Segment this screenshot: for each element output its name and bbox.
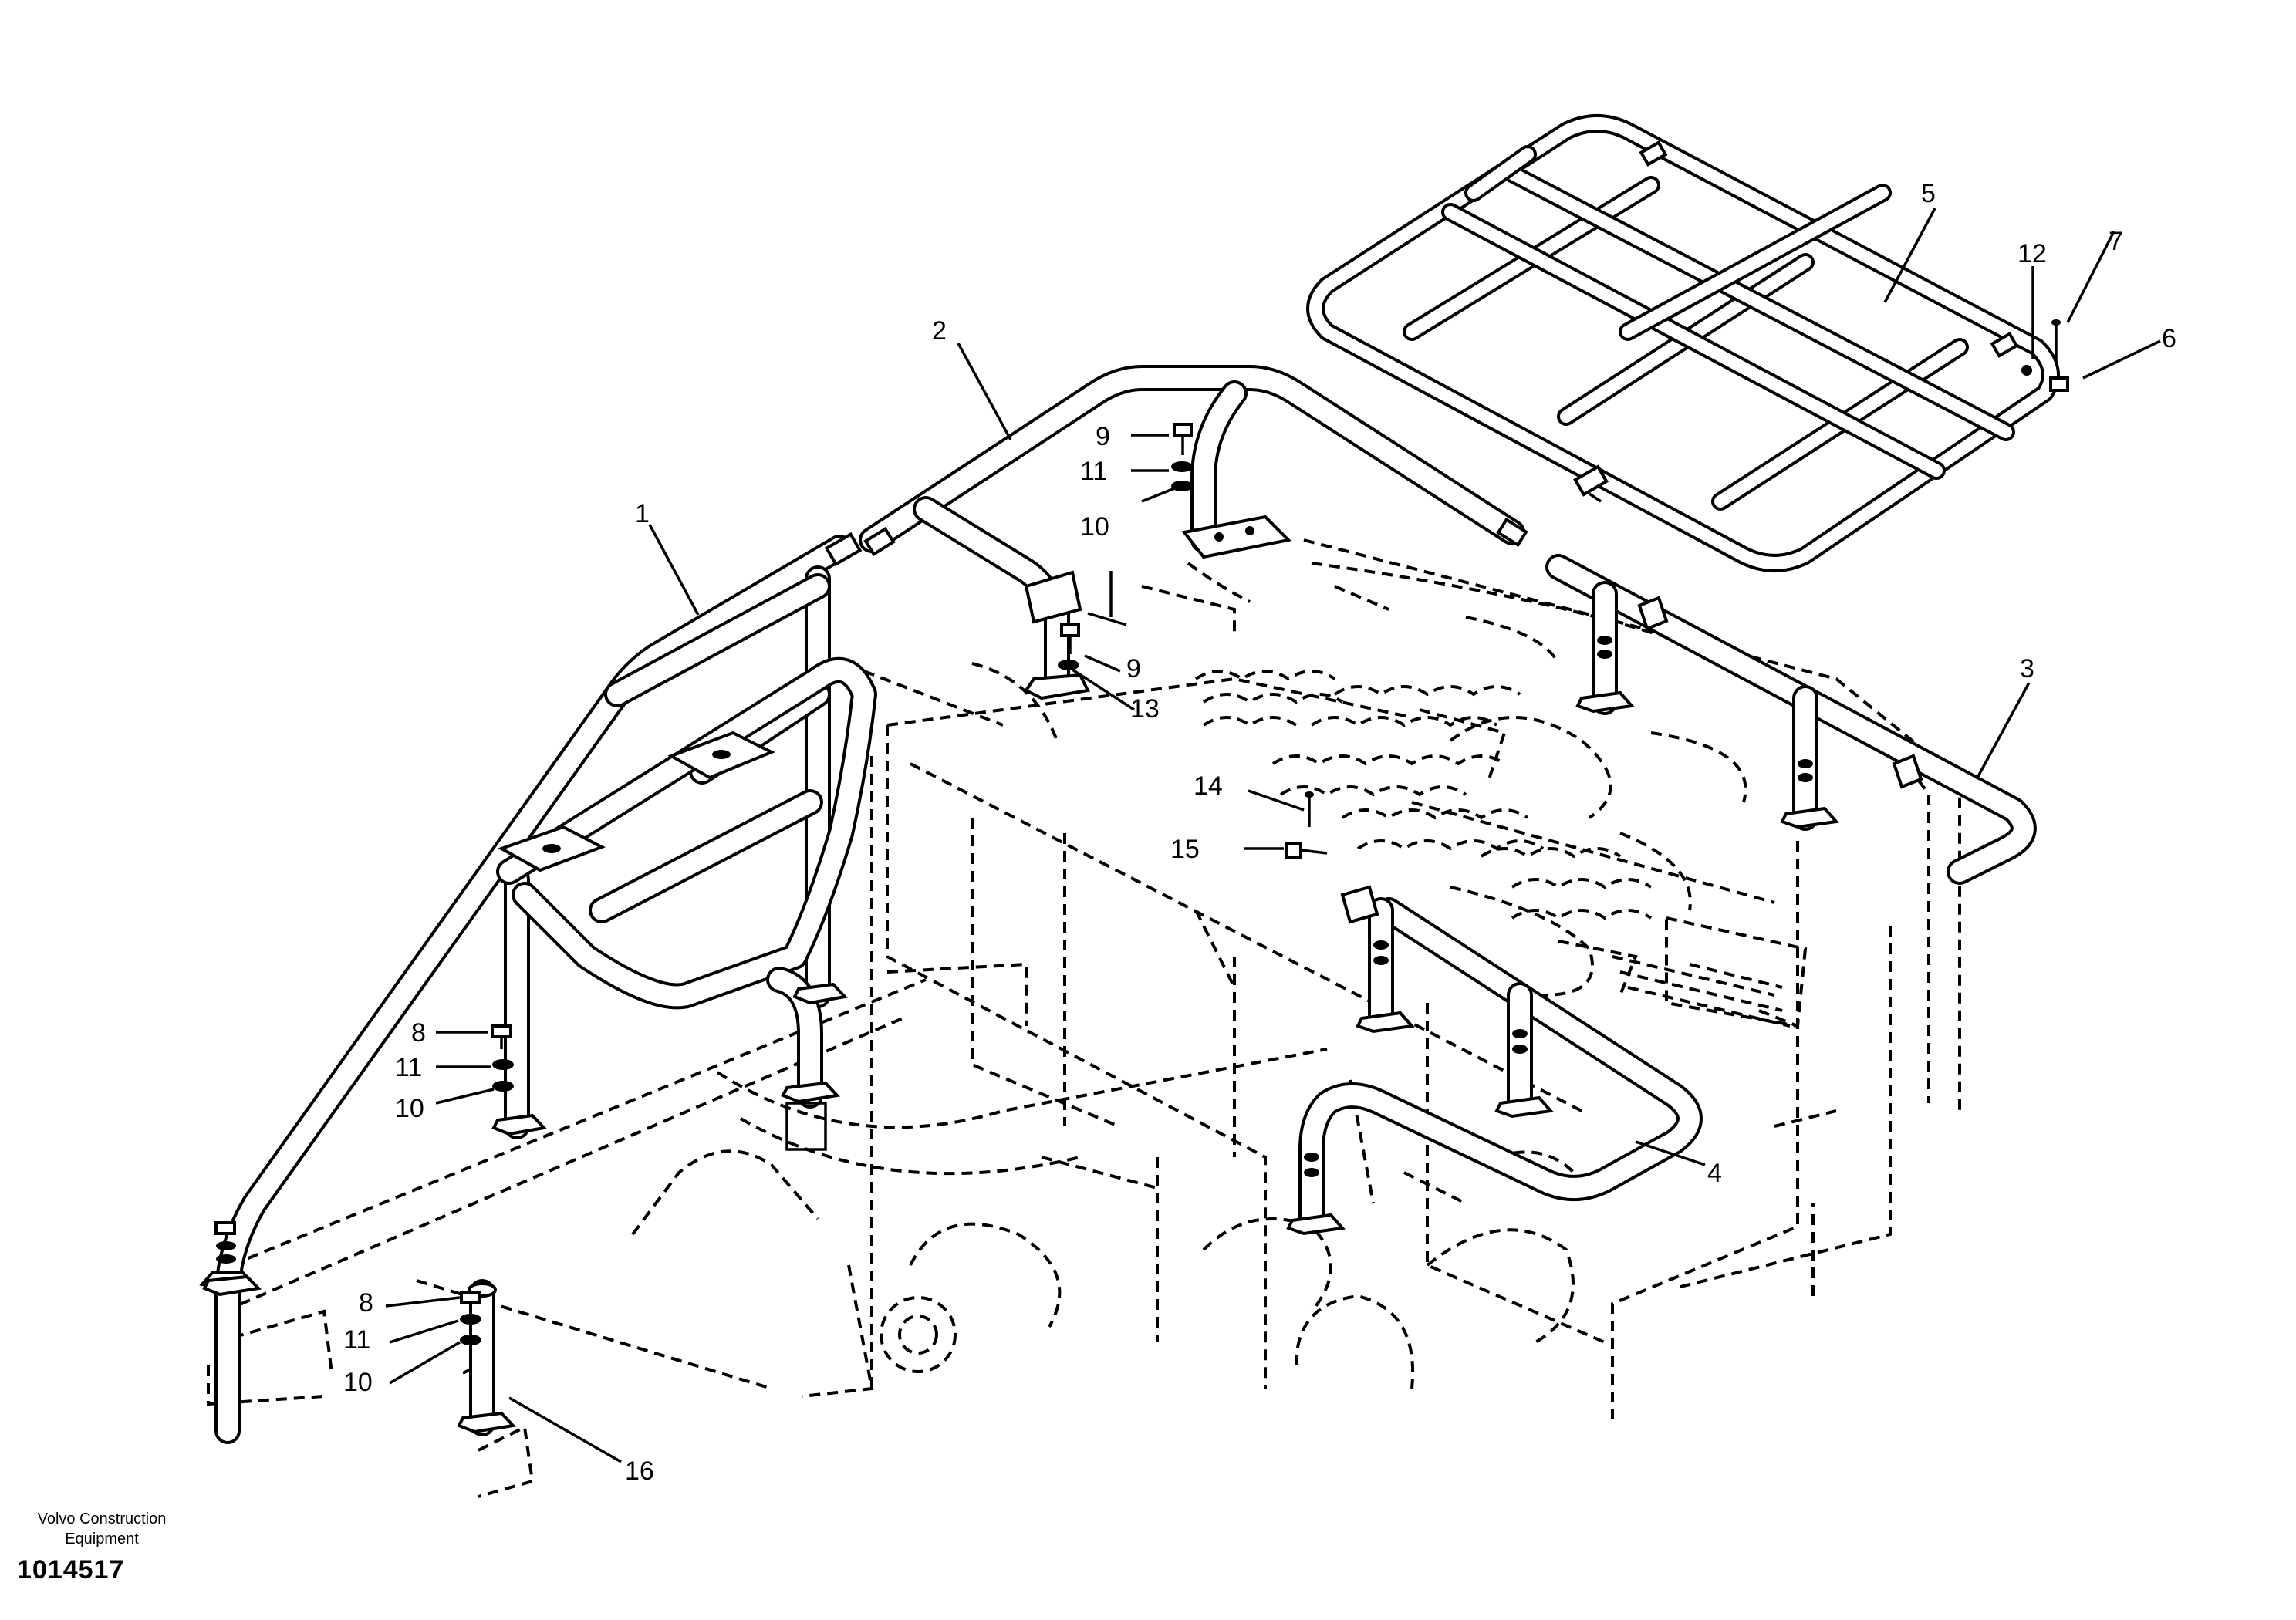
roof-rack <box>1306 114 2060 572</box>
drawing-number: 1014517 <box>17 1555 125 1585</box>
callout-15: 15 <box>1170 835 1200 864</box>
callout-5: 5 <box>1921 179 1936 208</box>
callout-10-top: 10 <box>1080 512 1109 542</box>
callout-8-left: 8 <box>411 1018 426 1048</box>
hood-grille <box>1194 670 1791 1028</box>
callout-13: 13 <box>1130 694 1160 724</box>
callout-10-left: 10 <box>395 1094 424 1123</box>
callout-9-lower: 9 <box>1126 654 1141 683</box>
callout-2: 2 <box>932 316 947 346</box>
callout-11-lower: 11 <box>343 1325 370 1355</box>
handrail-front <box>1286 885 1703 1236</box>
callout-12: 12 <box>2017 239 2047 268</box>
handrail-right <box>1545 554 2037 885</box>
callout-14: 14 <box>1194 771 1223 801</box>
callout-4: 4 <box>1707 1159 1722 1188</box>
callout-16: 16 <box>625 1456 654 1486</box>
callout-6: 6 <box>2162 324 2176 353</box>
callout-11-left: 11 <box>395 1053 422 1082</box>
company-name: Volvo Construction Equipment <box>37 1510 167 1547</box>
handrail-top <box>859 365 1528 700</box>
callout-11-top: 11 <box>1080 457 1107 486</box>
callout-8-lower: 8 <box>359 1288 373 1318</box>
callout-labels: 1 2 3 4 5 6 7 8 8 9 9 10 10 10 11 11 11 … <box>343 179 2176 1486</box>
fasteners <box>214 319 2069 1345</box>
leader-lines <box>385 208 2161 1463</box>
callout-9-top: 9 <box>1096 422 1110 451</box>
callout-7: 7 <box>2109 227 2123 256</box>
callout-10-lower: 10 <box>343 1368 373 1397</box>
callout-3: 3 <box>2020 654 2034 683</box>
post <box>457 1279 517 1436</box>
handrail-left <box>199 532 877 1444</box>
callout-1: 1 <box>635 499 650 528</box>
